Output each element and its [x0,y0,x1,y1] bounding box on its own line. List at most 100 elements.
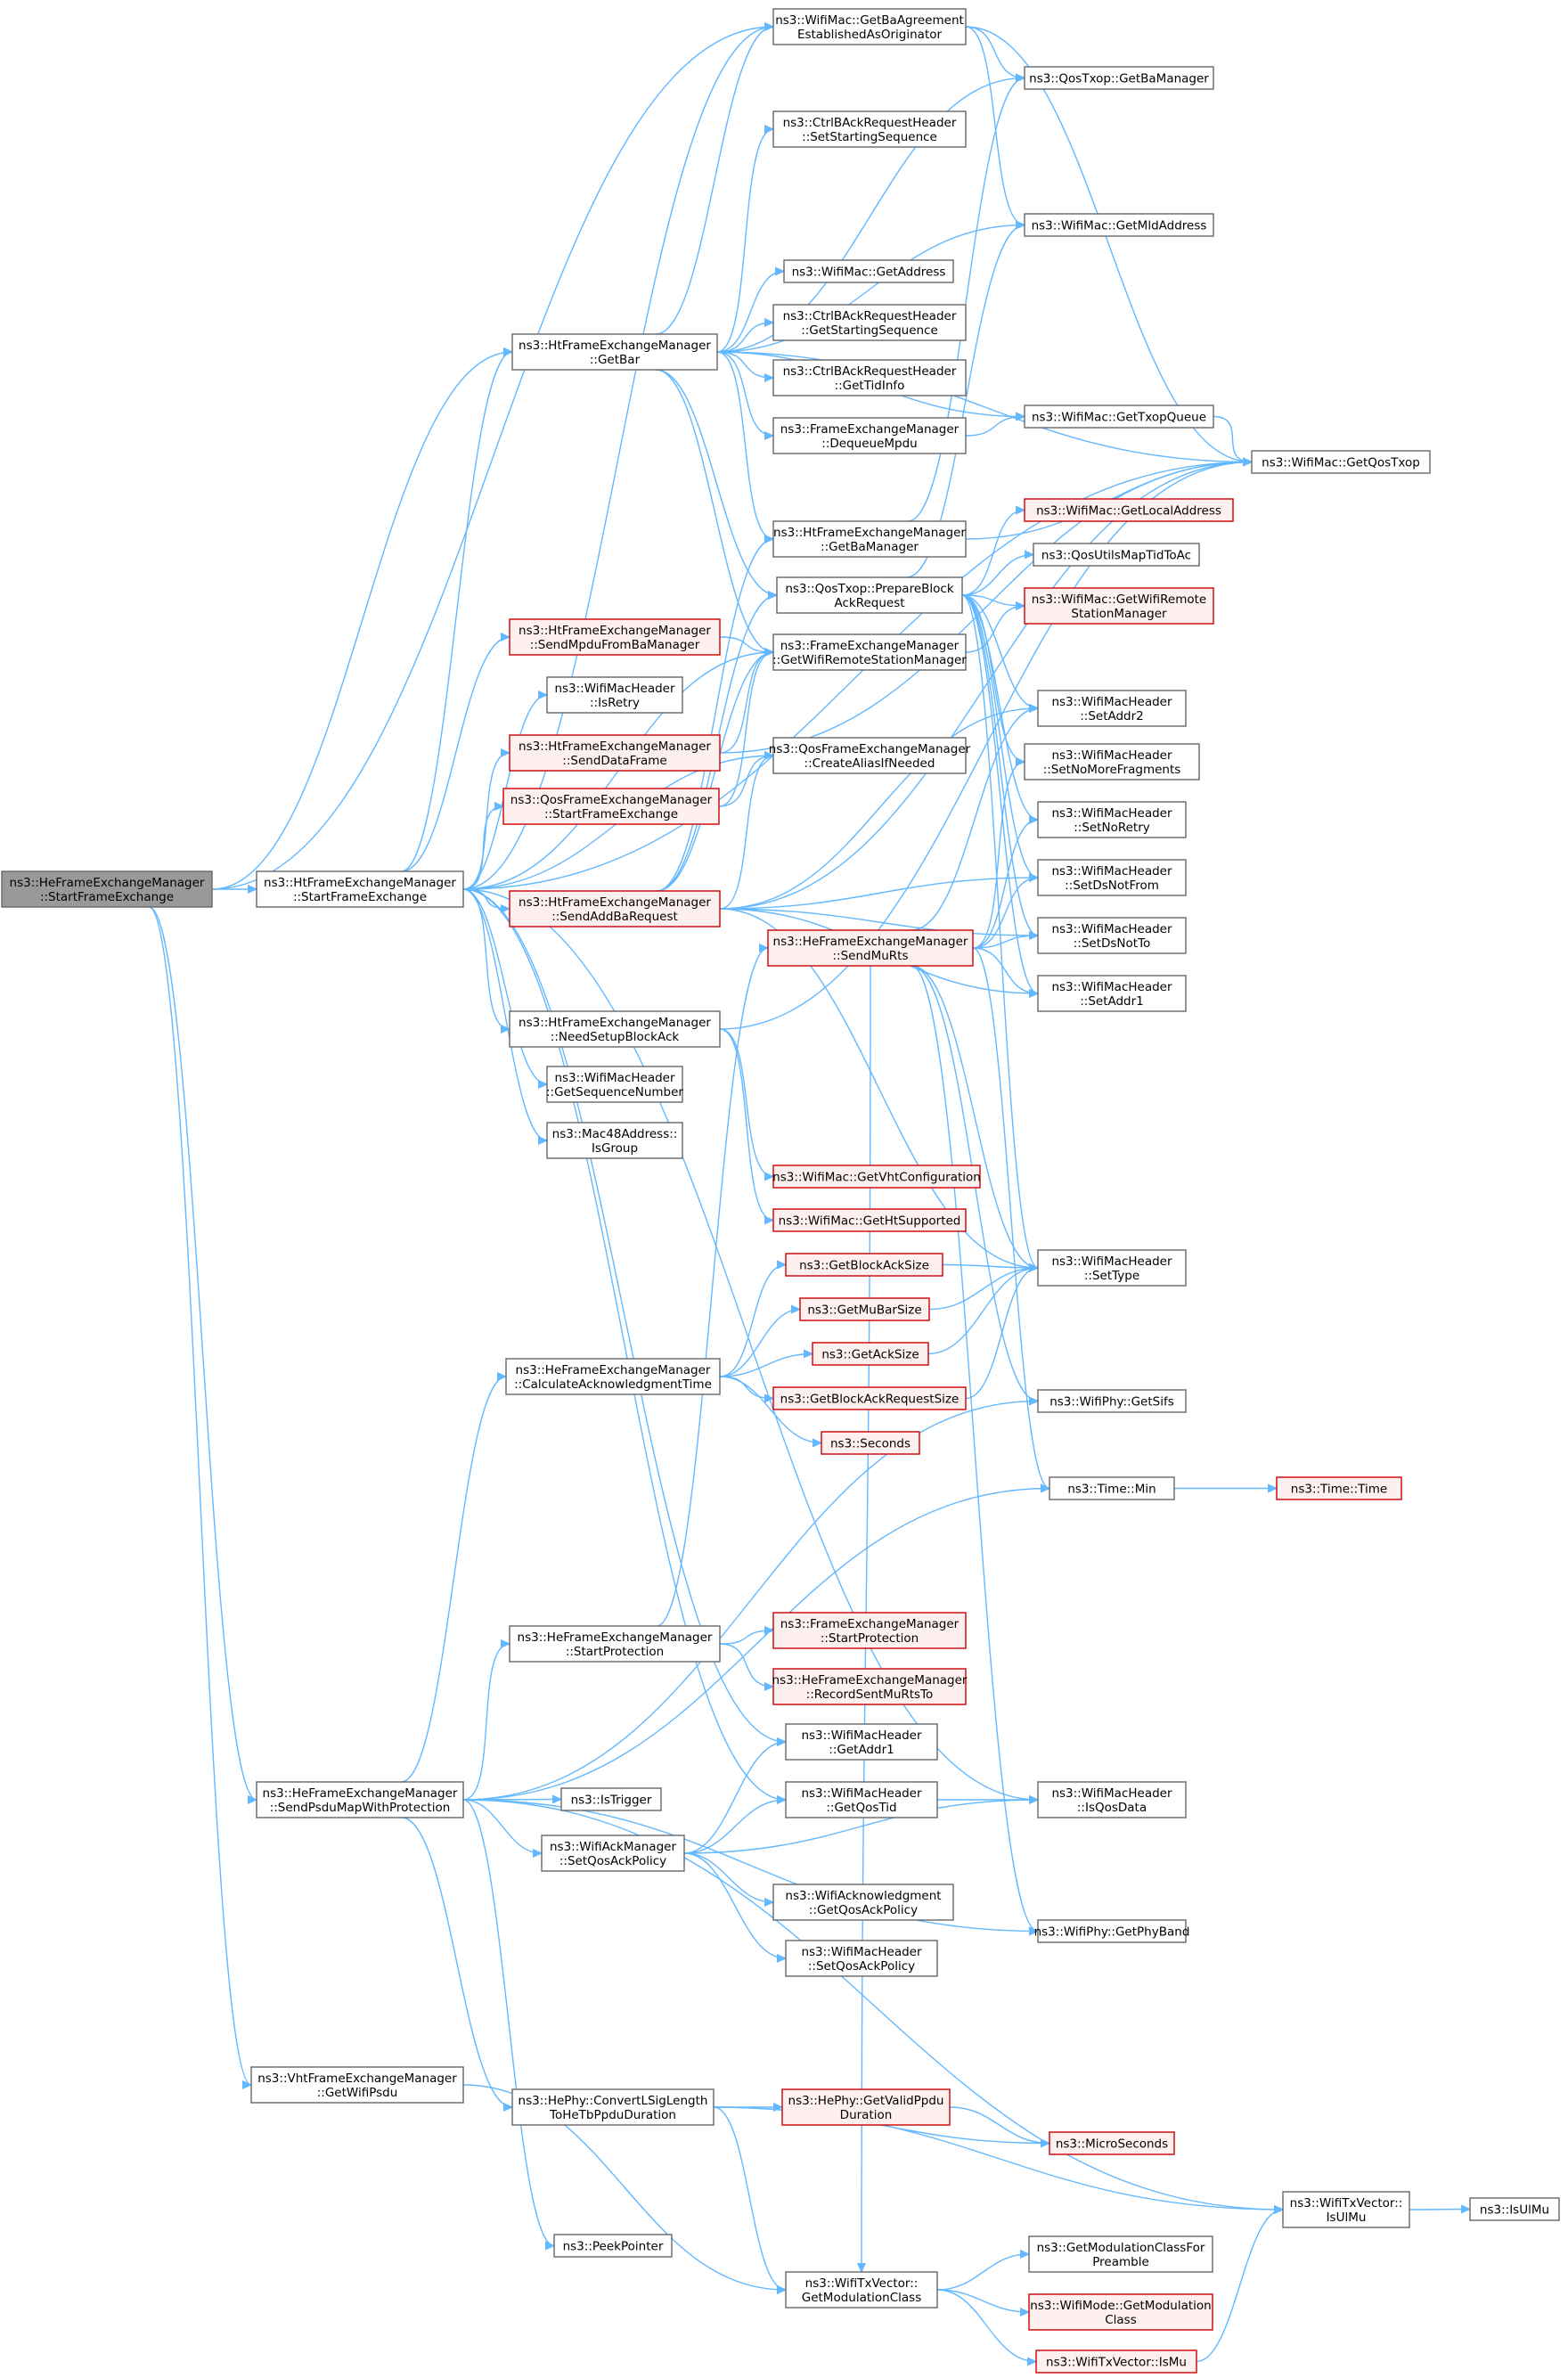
graph-node[interactable]: ns3::HeFrameExchangeManager::StartFrameE… [1,870,213,908]
graph-node[interactable]: ns3::HeFrameExchangeManager::RecordSentM… [772,1668,968,1705]
graph-node[interactable]: ns3::HtFrameExchangeManager::GetBar [511,333,718,371]
node-label: ns3::GetMuBarSize [807,1303,921,1318]
node-label: ns3::GetAckSize [821,1348,919,1362]
edge-n11-n67 [719,462,1252,1030]
graph-node[interactable]: ns3::WifiPhy::GetPhyBand [1034,1919,1190,1943]
graph-node[interactable]: ns3::WifiMacHeader::IsRetry [546,676,683,714]
graph-node[interactable]: ns3::WifiMacHeader::SetType [1037,1249,1187,1287]
graph-node[interactable]: ns3::FrameExchangeManager::StartProtecti… [772,1612,967,1649]
graph-node[interactable]: ns3::HeFrameExchangeManager::StartProtec… [509,1625,721,1663]
graph-node[interactable]: ns3::HtFrameExchangeManager::SendDataFra… [509,734,721,772]
graph-node[interactable]: ns3::WifiMacHeader::GetQosTid [785,1781,938,1818]
graph-node[interactable]: ns3::HtFrameExchangeManager::StartFrameE… [256,870,464,908]
graph-node[interactable]: ns3::HeFrameExchangeManager::SendPsduMap… [256,1781,464,1818]
graph-node[interactable]: ns3::Time::Time [1276,1476,1402,1500]
graph-node[interactable]: ns3::HePhy::ConvertLSigLengthToHeTbPpduD… [511,2088,715,2126]
graph-node[interactable]: ns3::WifiMac::GetTxopQueue [1024,405,1214,429]
graph-node[interactable]: ns3::IsTrigger [560,1787,662,1811]
graph-node[interactable]: ns3::WifiMac::GetLocalAddress [1024,498,1234,522]
graph-node[interactable]: ns3::QosUtilsMapTidToAc [1033,543,1200,567]
node-box [509,618,721,656]
node-box [541,1835,685,1872]
edge-n44-n65 [936,2289,1029,2312]
graph-node[interactable]: ns3::WifiMac::GetBaAgreementEstablishedA… [772,8,967,45]
graph-node[interactable]: ns3::WifiMacHeader::SetQosAckPolicy [785,1940,938,1977]
graph-node[interactable]: ns3::HtFrameExchangeManager::GetBaManage… [772,520,967,558]
graph-node[interactable]: ns3::WifiAcknowledgment::GetQosAckPolicy [772,1884,954,1921]
node-box [772,633,967,671]
node-box [256,1781,464,1818]
node-label: Duration [840,2108,893,2122]
node-box [509,890,721,928]
graph-node[interactable]: ns3::WifiTxVector::GetModulationClass [785,2271,938,2309]
graph-node[interactable]: ns3::HtFrameExchangeManager::NeedSetupBl… [509,1010,721,1048]
graph-node[interactable]: ns3::GetAckSize [812,1342,929,1366]
graph-node[interactable]: ns3::WifiMac::GetMldAddress [1024,213,1214,237]
graph-node[interactable]: ns3::QosTxop::GetBaManager [1024,66,1214,90]
node-box [772,1208,967,1232]
node-label: ns3::GetBlockAckSize [799,1259,929,1273]
graph-node[interactable]: ns3::GetBlockAckSize [785,1253,943,1277]
graph-node[interactable]: ns3::CtrlBAckRequestHeader::GetTidInfo [772,359,967,396]
edge-n1-n11 [462,888,510,1029]
graph-node[interactable]: ns3::WifiMode::GetModulationClass [1028,2293,1213,2331]
graph-node[interactable]: ns3::WifiMac::GetAddress [783,259,954,283]
graph-node[interactable]: ns3::PeekPointer [553,2234,673,2258]
edge-n5-n19 [716,351,773,539]
graph-node[interactable]: ns3::WifiMacHeader::SetNoMoreFragments [1024,743,1200,780]
graph-node[interactable]: ns3::WifiMac::GetHtSupported [772,1208,967,1232]
graph-node[interactable]: ns3::FrameExchangeManager::DequeueMpdu [772,417,967,454]
graph-node[interactable]: ns3::WifiMac::GetWifiRemoteStationManage… [1024,587,1214,625]
graph-node[interactable]: ns3::WifiTxVector::IsUlMu [1282,2191,1410,2228]
edge-n20-n53 [961,594,1038,820]
graph-node[interactable]: ns3::WifiMacHeader::SetAddr2 [1037,690,1187,727]
graph-node[interactable]: ns3::HeFrameExchangeManager::CalculateAc… [505,1358,721,1395]
node-label: ns3::QosFrameExchangeManager [769,742,971,756]
graph-node[interactable]: ns3::WifiMacHeader::IsQosData [1037,1781,1187,1818]
graph-node[interactable]: ns3::VhtFrameExchangeManager::GetWifiPsd… [250,2066,464,2104]
edge-n20-n51 [961,594,1038,708]
graph-node[interactable]: ns3::CtrlBAckRequestHeader::SetStartingS… [772,110,967,148]
graph-node[interactable]: ns3::IsUlMu [1469,2197,1560,2221]
node-label: ns3::CtrlBAckRequestHeader [783,116,957,130]
graph-node[interactable]: ns3::WifiMacHeader::SetAddr1 [1037,975,1187,1012]
graph-node[interactable]: ns3::Time::Min [1049,1476,1175,1500]
graph-node[interactable]: ns3::WifiTxVector::IsMu [1035,2349,1197,2374]
graph-node[interactable]: ns3::WifiAckManager::SetQosAckPolicy [541,1835,685,1872]
graph-node[interactable]: ns3::FrameExchangeManager::GetWifiRemote… [772,633,967,671]
graph-node[interactable]: ns3::HtFrameExchangeManager::SendAddBaRe… [509,890,721,928]
node-label: ns3::WifiMacHeader [1051,695,1172,709]
graph-node[interactable]: ns3::WifiMacHeader::SetNoRetry [1037,801,1187,838]
graph-node[interactable]: ns3::GetBlockAckRequestSize [772,1386,967,1410]
graph-node[interactable]: ns3::WifiMacHeader::GetSequenceNumber [546,1066,683,1103]
graph-node[interactable]: ns3::WifiMac::GetVhtConfiguration [772,1164,981,1189]
graph-node[interactable]: ns3::WifiMacHeader::SetDsNotTo [1037,917,1187,954]
node-label: ::SetType [1084,1269,1139,1283]
node-label: ns3::CtrlBAckRequestHeader [783,364,957,379]
edge-n5-n21 [655,369,773,652]
edge-n66-n63 [1196,2210,1283,2363]
graph-node[interactable]: ns3::WifiMacHeader::GetAddr1 [785,1723,938,1761]
graph-node[interactable]: ns3::HtFrameExchangeManager::SendMpduFro… [509,618,721,656]
node-box [1037,859,1187,896]
graph-node[interactable]: ns3::QosFrameExchangeManager::CreateAlia… [769,737,971,774]
edge-n5-n46 [716,225,1025,353]
graph-node[interactable]: ns3::WifiMacHeader::SetDsNotFrom [1037,859,1187,896]
node-box [1251,450,1431,474]
graph-node[interactable]: ns3::WifiPhy::GetSifs [1037,1389,1187,1413]
graph-node[interactable]: ns3::HeFrameExchangeManager::SendMuRts [767,929,974,967]
node-box [1024,405,1214,429]
node-box [1033,543,1200,567]
node-box [772,417,967,454]
graph-node[interactable]: ns3::GetMuBarSize [799,1297,930,1321]
graph-node[interactable]: ns3::Seconds [821,1431,920,1455]
graph-node[interactable]: ns3::Mac48Address::IsGroup [546,1122,683,1159]
graph-node[interactable]: ns3::QosFrameExchangeManager::StartFrame… [502,788,720,825]
graph-node[interactable]: ns3::WifiMac::GetQosTxop [1251,450,1431,474]
graph-node[interactable]: ns3::MicroSeconds [1049,2131,1175,2155]
graph-node[interactable]: ns3::CtrlBAckRequestHeader::GetStartingS… [772,304,967,341]
node-label: ns3::GetBlockAckRequestSize [780,1393,960,1407]
